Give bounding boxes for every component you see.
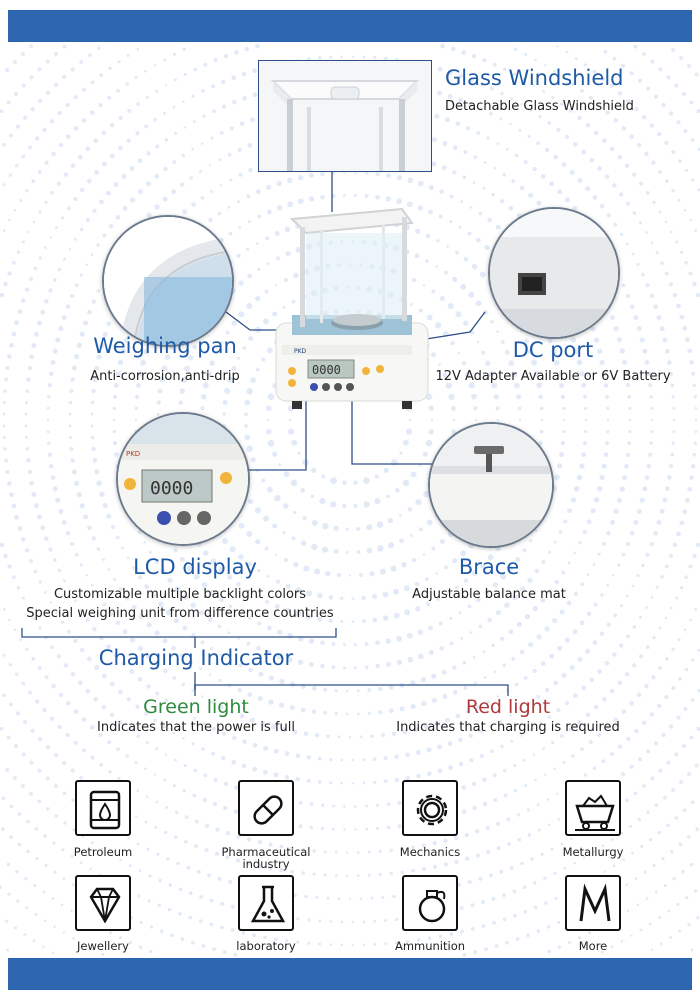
grenade-icon (402, 875, 458, 931)
brace-title: Brace (458, 555, 520, 579)
gear-icon (402, 780, 458, 836)
application-label: More (578, 939, 608, 953)
charging-indicator-title: Charging Indicator (98, 646, 294, 670)
windshield-photo (258, 60, 432, 172)
glass-windshield-title: Glass Windshield (445, 66, 624, 90)
brace-desc: Adjustable balance mat (412, 587, 566, 602)
weighing-pan-detail-photo (102, 215, 234, 347)
application-label: Jewellery (77, 939, 129, 953)
more-m-icon (565, 875, 621, 931)
application-label: Pharmaceutical industry (221, 845, 311, 871)
bottom-banner-bar (8, 958, 692, 990)
mine-cart-icon (565, 780, 621, 836)
diamond-icon (75, 875, 131, 931)
lcd-display-digits: 0000 (150, 478, 193, 499)
green-light-title: Green light (143, 696, 249, 718)
application-label: Mechanics (399, 845, 461, 859)
oil-barrel-icon (75, 780, 131, 836)
weighing-pan-title: Weighing pan (93, 334, 237, 358)
flask-icon (238, 875, 294, 931)
application-label: Metallurgy (562, 845, 624, 859)
application-label: Ammunition (394, 939, 466, 953)
dc-port-title: DC port (512, 338, 594, 362)
dc-port-detail-photo (488, 207, 620, 339)
lcd-display-desc-line2: Special weighing unit from difference co… (26, 606, 334, 621)
application-label: laboratory (236, 939, 296, 953)
lcd-brand-mark: PKD (126, 450, 140, 458)
application-label: Petroleum (73, 845, 133, 859)
dc-port-desc: 12V Adapter Available or 6V Battery (435, 369, 671, 384)
balance-display-digits: 0000 (312, 363, 341, 377)
glass-windshield-desc: Detachable Glass Windshield (445, 99, 634, 114)
green-light-desc: Indicates that the power is full (97, 720, 295, 735)
analytical-balance-illustration: PKD 0000 (275, 207, 429, 409)
brace-detail-photo (428, 422, 554, 548)
top-banner-bar (8, 10, 692, 42)
weighing-pan-desc: Anti-corrosion,anti-drip (90, 369, 240, 384)
lcd-display-desc-line1: Customizable multiple backlight colors (53, 587, 307, 602)
lcd-display-detail-photo: PKD 0000 (116, 412, 250, 546)
pill-capsule-icon (238, 780, 294, 836)
balance-brand-mark: PKD (294, 348, 307, 355)
red-light-desc: Indicates that charging is required (396, 720, 620, 735)
red-light-title: Red light (465, 696, 551, 718)
lcd-display-title: LCD display (133, 555, 257, 579)
